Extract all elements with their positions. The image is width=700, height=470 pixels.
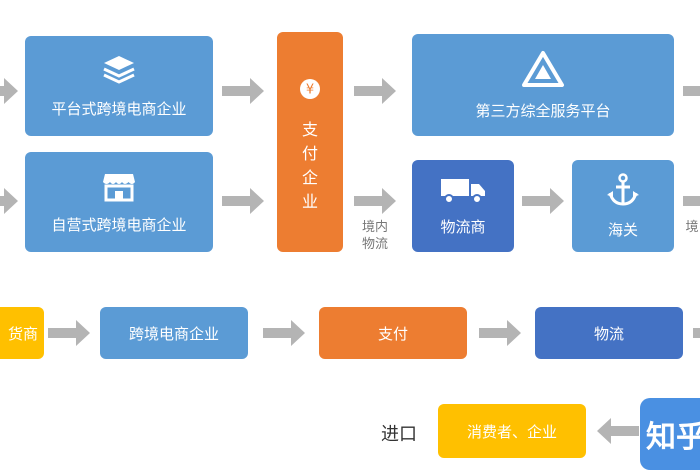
logistics-provider-label: 物流商 [440, 217, 486, 236]
anchor-icon [607, 172, 639, 211]
storefront-icon [102, 170, 136, 206]
payment-node: 支付 [319, 307, 467, 359]
layers-icon [102, 54, 136, 90]
cross-border-enterprise-label: 跨境电商企业 [128, 324, 219, 343]
logistics-provider-node: 物流商 [412, 160, 514, 252]
arrow-enterprise-to-payment [263, 320, 305, 346]
svg-text:¥: ¥ [306, 83, 314, 98]
domestic-logistics-note: 境内物流 [361, 220, 388, 252]
logistics-label: 物流 [593, 324, 624, 343]
watermark-text: 知乎 [646, 420, 700, 455]
customs-label: 海关 [607, 220, 638, 239]
payment-label: 支付 [377, 324, 408, 343]
self-operated-enterprise-node: 自营式跨境电商企业 [25, 152, 213, 252]
zhihu-watermark-logo: 知乎 [640, 398, 700, 470]
service-platform-logo-icon [521, 50, 565, 92]
arrow-supplier-to-enterprise [48, 320, 90, 346]
arrow-self-operated-to-payment [222, 188, 264, 214]
payment-enterprise-node: ¥ 支付企业 [277, 32, 343, 252]
yuan-coin-icon: ¥ [299, 78, 321, 104]
right-edge-arrow-row2 [683, 188, 700, 214]
truck-icon [440, 176, 486, 208]
self-operated-enterprise-label: 自营式跨境电商企业 [51, 215, 187, 234]
arrow-to-consumer [597, 418, 639, 444]
cross-border-enterprise-node: 跨境电商企业 [100, 307, 248, 359]
logistics-node: 物流 [535, 307, 683, 359]
platform-enterprise-label: 平台式跨境电商企业 [51, 99, 187, 118]
supplier-label: 货商 [7, 324, 38, 343]
third-party-platform-node: 第三方综全服务平台 [412, 34, 674, 136]
payment-enterprise-label: 支付企业 [302, 120, 319, 211]
arrow-payment-to-logistics [354, 188, 396, 214]
consumer-enterprise-node: 消费者、企业 [438, 404, 586, 458]
arrow-platform-to-payment [222, 78, 264, 104]
platform-enterprise-node: 平台式跨境电商企业 [25, 36, 213, 136]
right-edge-note: 境 [685, 220, 699, 235]
arrow-payment-to-logistics-bottom [479, 320, 521, 346]
arrow-payment-to-third-party [354, 78, 396, 104]
left-edge-arrow-row1 [0, 78, 18, 104]
left-edge-arrow-row2 [0, 188, 18, 214]
import-label: 进口 [381, 424, 417, 445]
right-edge-arrow-row1 [683, 78, 700, 104]
supplier-node: 货商 [0, 307, 44, 359]
consumer-enterprise-label: 消费者、企业 [466, 422, 557, 441]
arrow-logistics-to-customs [522, 188, 564, 214]
customs-node: 海关 [572, 160, 674, 252]
right-edge-arrow-row3 [693, 320, 700, 346]
third-party-platform-label: 第三方综全服务平台 [475, 101, 611, 120]
